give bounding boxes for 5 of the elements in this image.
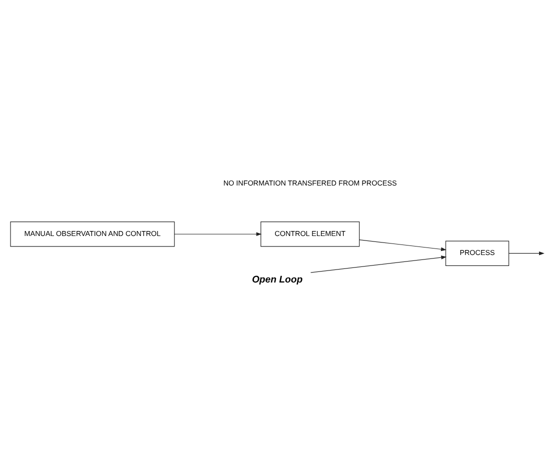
- arrow: [359, 238, 446, 251]
- caption: Open Loop: [252, 274, 303, 285]
- arrow: [508, 250, 544, 255]
- arrow: [174, 232, 262, 236]
- arrow: [310, 255, 447, 272]
